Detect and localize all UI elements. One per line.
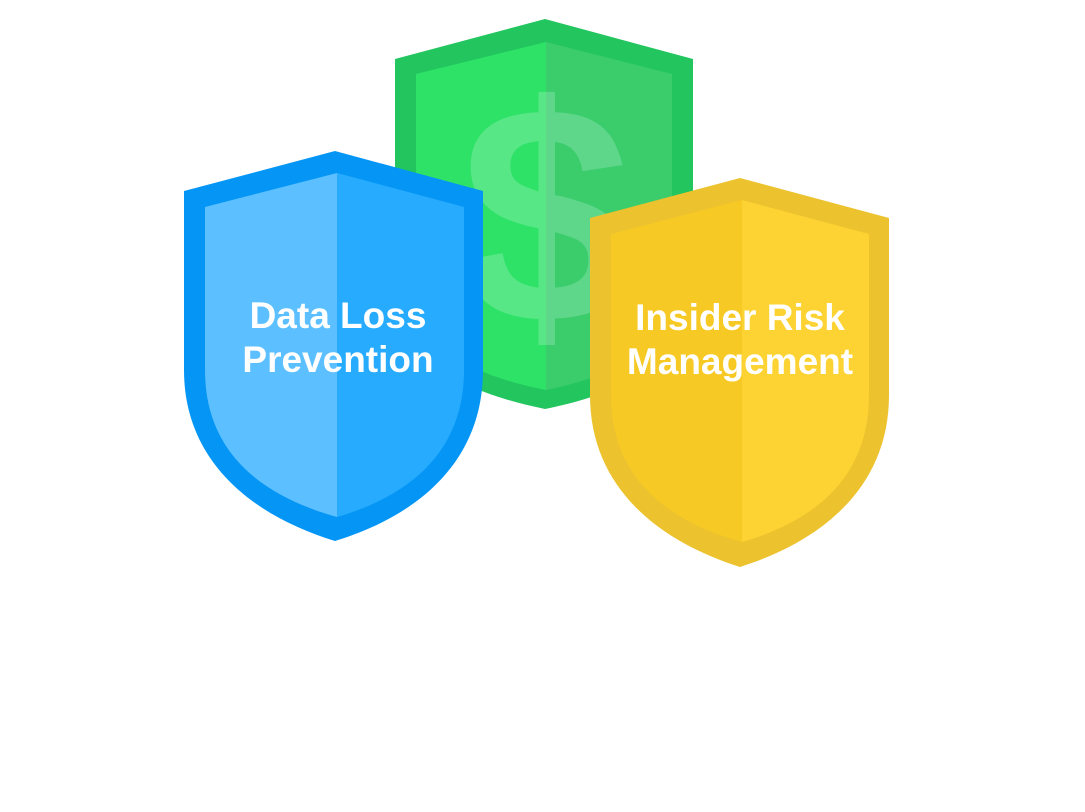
dlp-label-line2: Prevention	[242, 339, 433, 380]
insider-risk-management-shield: Insider Risk Management	[590, 178, 889, 567]
irm-label-line1: Insider Risk	[635, 297, 845, 338]
irm-shield-inner-left	[611, 200, 742, 542]
irm-label-line2: Management	[627, 341, 853, 382]
dlp-shield-inner-left	[205, 173, 337, 517]
data-loss-prevention-shield: Data Loss Prevention	[184, 151, 483, 541]
dlp-shield-inner-right	[337, 173, 464, 517]
irm-shield-inner-right	[742, 200, 869, 542]
dlp-label-line1: Data Loss	[250, 295, 427, 336]
